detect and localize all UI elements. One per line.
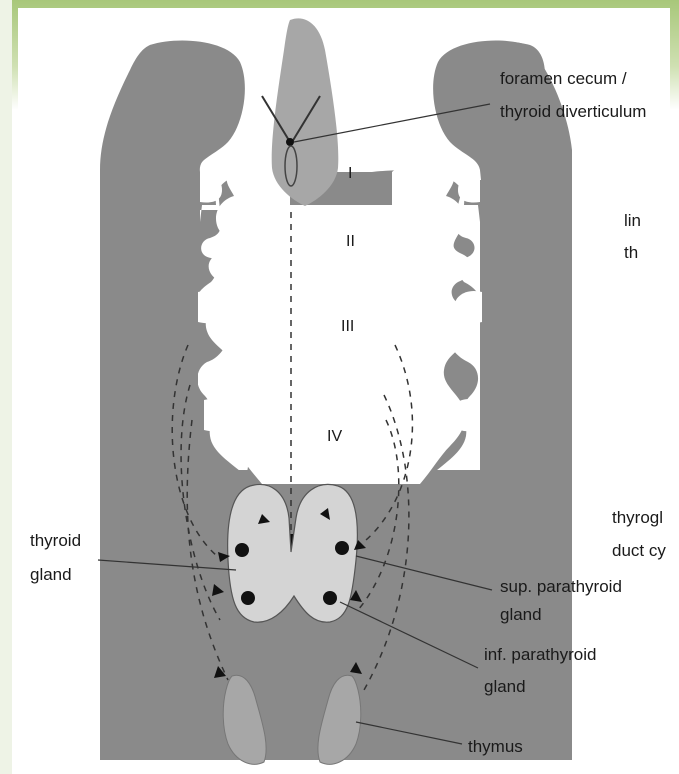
foramen-cecum-label: foramen cecum /: [500, 69, 627, 88]
thyroid-diverticulum-label: thyroid diverticulum: [500, 102, 646, 121]
arch-label-2: II: [346, 233, 355, 250]
thymus-label: thymus: [468, 737, 523, 756]
arch-label-4: IV: [327, 428, 342, 445]
slide-left-edge: [0, 0, 12, 774]
thyroid-label-line2: gland: [30, 565, 72, 584]
parathyroid-dot-icon: [323, 591, 337, 605]
parathyroid-dot-icon: [241, 591, 255, 605]
sup-parathyroid-label: sup. parathyroid: [500, 577, 622, 596]
inf-parathyroid-label-line2: gland: [484, 677, 526, 696]
sup-parathyroid-label-line2: gland: [500, 605, 542, 624]
cut-off-text: th: [624, 243, 638, 262]
arch-label-1: I: [348, 165, 352, 182]
cut-off-text: duct cy: [612, 541, 666, 560]
parathyroid-dot-icon: [335, 541, 349, 555]
parathyroid-dot-icon: [235, 543, 249, 557]
foramen-cecum-dot: [286, 138, 294, 146]
cut-off-text: lin: [624, 211, 641, 230]
cut-off-text: thyrogl: [612, 508, 663, 527]
arch-label-3: III: [341, 318, 354, 335]
inf-parathyroid-label: inf. parathyroid: [484, 645, 596, 664]
thyroid-label: thyroid: [30, 531, 81, 550]
